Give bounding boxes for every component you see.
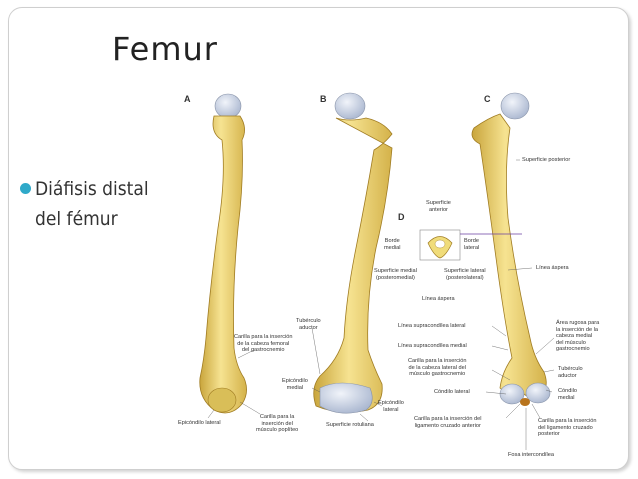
- bullet-item: Diáfisis distal del fémur: [20, 174, 170, 234]
- label-epicondilo-lateral-a: Epicóndilo lateral: [178, 420, 221, 426]
- label-condilo-lateral: Cóndilo lateral: [434, 389, 470, 395]
- label-linea-aspera-c: Línea áspera: [536, 265, 569, 271]
- panel-letter-a: A: [184, 94, 191, 104]
- femur-anterior-view-a: [199, 93, 247, 414]
- femur-posterior-view-c: [471, 92, 551, 406]
- label-linea-supracondilea-lateral: Línea supracondílea lateral: [398, 323, 466, 329]
- label-linea-supracondilea-medial: Línea supracondílea medial: [398, 343, 467, 349]
- panel-letter-d: D: [398, 212, 405, 222]
- label-superficie-medial: Superficie medial (posteromedial): [374, 268, 417, 281]
- label-superficie-anterior: Superficie anterior: [426, 200, 451, 213]
- label-carilla-cruzado-posterior: Carilla para la inserción del ligamento …: [538, 418, 597, 438]
- panel-letter-c: C: [484, 94, 491, 104]
- leader-lines: [207, 159, 555, 450]
- label-carilla-popliteo: Carilla para la inserción del músculo po…: [256, 414, 299, 434]
- label-superficie-rotuliana: Superficie rotuliana: [326, 422, 374, 428]
- label-area-rugosa: Área rugosa para la inserción de la cabe…: [556, 320, 600, 353]
- label-superficie-lateral: Superficie lateral (posterolateral): [444, 268, 486, 281]
- panel-letter-b: B: [320, 94, 327, 104]
- label-superficie-posterior: Superficie posterior: [522, 157, 571, 163]
- bullet-dot-icon: [20, 183, 31, 194]
- label-epicondilo-medial-b: Epicóndilo medial: [282, 378, 308, 391]
- label-linea-aspera-d: Línea áspera: [422, 296, 455, 302]
- femur-medial-view-b: [313, 92, 393, 414]
- label-tuberculo-aductor-c: Tubérculo aductor: [558, 366, 583, 379]
- bullet-line-2: del fémur: [35, 208, 118, 230]
- label-condilo-medial: Cóndilo medial: [558, 388, 577, 401]
- label-tuberculo-aductor-b: Tubérculo aductor: [296, 318, 321, 331]
- label-borde-lateral: Borde lateral: [464, 238, 480, 251]
- bullet-line-1: Diáfisis distal: [35, 178, 149, 200]
- label-carilla-gastrocnemio-lateral: Carilla para la inserción de la cabeza l…: [408, 358, 467, 378]
- femur-drawing: [199, 92, 555, 450]
- label-borde-medial: Borde medial: [384, 238, 401, 251]
- femur-cross-section-d: [419, 229, 522, 261]
- label-epicondilo-lateral-b: Epicóndilo lateral: [378, 400, 404, 413]
- label-carilla-cruzado-anterior: Carilla para la inserción del ligamento …: [414, 416, 482, 429]
- slide-title: Femur: [112, 30, 218, 68]
- label-fosa-intercondilea: Fosa intercondílea: [508, 452, 555, 458]
- label-carilla-cabeza-femoral: Carilla para la inserción de la cabeza f…: [234, 334, 293, 354]
- femur-illustration: A B C D Carilla para la inserción de la …: [170, 88, 610, 468]
